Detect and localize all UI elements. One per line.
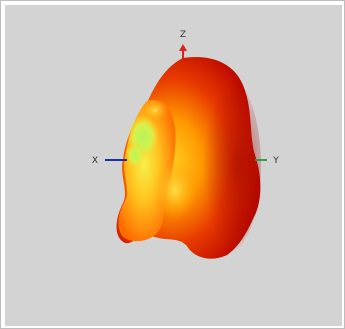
y-axis: Y xyxy=(255,156,279,166)
z-axis-arrow-icon xyxy=(179,44,187,51)
z-axis-label: Z xyxy=(180,30,186,40)
x-axis-label: X xyxy=(92,156,98,166)
z-axis: Z xyxy=(179,30,187,61)
y-axis-label: Y xyxy=(272,156,279,166)
shadow-region xyxy=(189,75,261,255)
green-highlight-lower xyxy=(126,143,144,167)
x-axis: X xyxy=(92,156,127,166)
radiation-pattern-svg: Z X Y xyxy=(92,30,279,259)
hot-spot xyxy=(153,160,197,220)
plot-canvas[interactable]: Z X Y xyxy=(5,5,342,326)
hot-spot-top xyxy=(141,98,169,122)
